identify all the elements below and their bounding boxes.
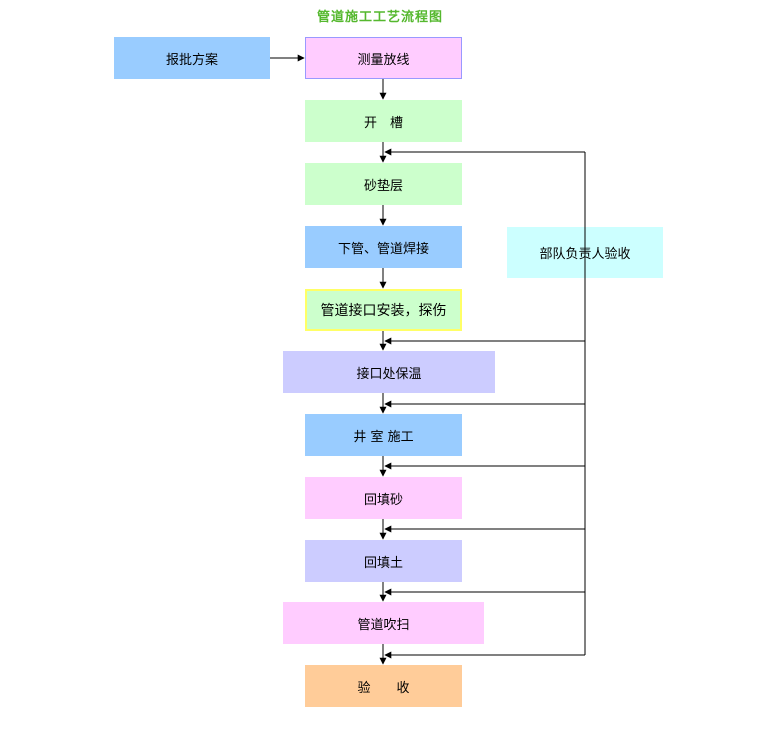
chart-title: 管道施工工艺流程图 [316,10,443,25]
node-joint-install: 管道接口安装，探伤 [305,289,462,331]
node-backfill-sand: 回填砂 [305,477,462,519]
node-approval: 报批方案 [114,37,270,79]
node-trench: 开 槽 [305,100,462,142]
node-sand-layer: 砂垫层 [305,163,462,205]
node-well-chamber: 井 室 施工 [305,414,462,456]
node-survey: 测量放线 [305,37,462,79]
node-acceptance: 验 收 [305,665,462,707]
node-pipe-laying: 下管、管道焊接 [305,226,462,268]
node-pipe-purge: 管道吹扫 [283,602,484,644]
node-joint-insulation: 接口处保温 [283,351,495,393]
node-backfill-soil: 回填土 [305,540,462,582]
